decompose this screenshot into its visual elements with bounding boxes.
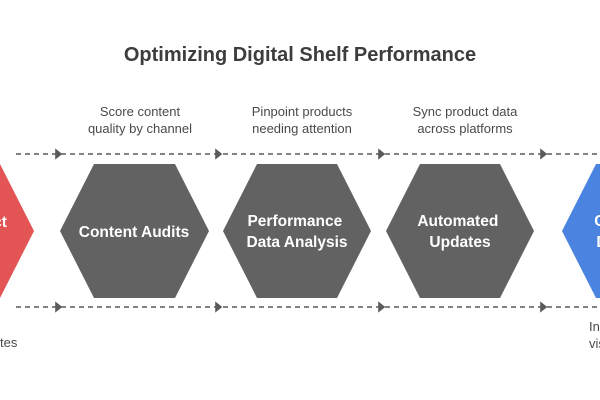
bottom-connector — [16, 301, 600, 313]
step-5-bottom-description: In vis — [589, 319, 600, 351]
arrow-head-icon — [378, 148, 386, 160]
arrow-head-icon — [55, 148, 63, 160]
step-3-hexagon: Performance Data Analysis — [223, 164, 371, 298]
arrow-head-icon — [378, 301, 386, 313]
step-1-hexagon: ct — [0, 164, 34, 298]
arrow-head-icon — [215, 148, 223, 160]
step-1-bottom-description: tes — [0, 335, 18, 350]
diagram-title: Optimizing Digital Shelf Performance — [123, 44, 477, 66]
arrow-head-icon — [540, 148, 548, 160]
step-4-hexagon: Automated Updates — [386, 164, 534, 298]
step-2-top-description: Score content quality by channel — [87, 104, 193, 136]
step-4-top-description: Sync product data across platforms — [412, 104, 518, 136]
step-3-top-description: Pinpoint products needing attention — [251, 104, 353, 136]
top-connector — [16, 148, 600, 160]
step-2-hexagon: Content Audits — [60, 164, 209, 298]
arrow-head-icon — [215, 301, 223, 313]
step-3-label: Performance Data Analysis — [246, 213, 347, 251]
arrow-head-icon — [55, 301, 63, 313]
step-5-label: C D — [594, 213, 600, 251]
step-4-label: Automated Updates — [417, 213, 502, 251]
arrow-head-icon — [540, 301, 548, 313]
step-1-label: ct — [0, 214, 7, 231]
step-2-label: Content Audits — [79, 224, 190, 241]
step-5-hexagon: C D — [562, 164, 600, 298]
